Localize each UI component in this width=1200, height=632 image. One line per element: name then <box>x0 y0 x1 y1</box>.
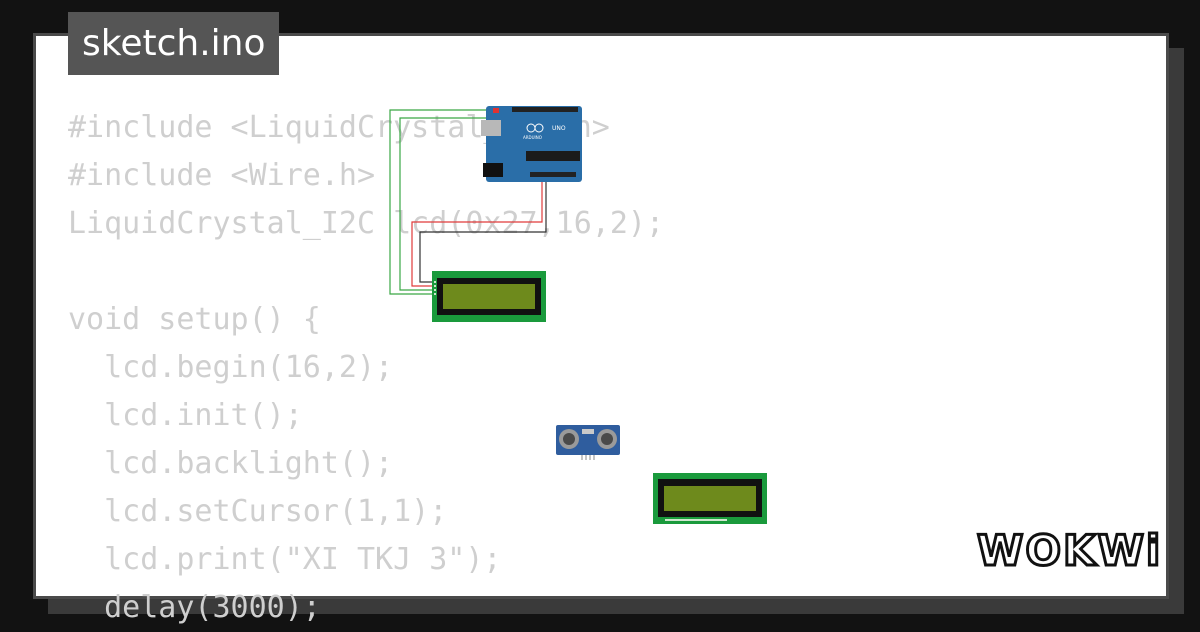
lcd-2-pins <box>665 519 727 521</box>
arduino-uno-board[interactable]: UNO ARDUINO <box>481 106 582 182</box>
reset-button <box>493 108 499 113</box>
code-line-6: lcd.begin(16,2); <box>68 350 394 385</box>
sensor-pins <box>581 455 595 460</box>
analog-header <box>530 172 576 177</box>
arduino-brand-label: ARDUINO <box>523 135 542 140</box>
code-line-10: lcd.print("XI TKJ 3"); <box>68 542 502 577</box>
lcd-display-2[interactable] <box>653 473 767 524</box>
wire-red <box>411 180 543 287</box>
wire-green-inner <box>399 117 490 291</box>
code-line-5: void setup() { <box>68 302 321 337</box>
file-tab[interactable]: sketch.ino <box>68 12 280 75</box>
wokwi-logo-text: WOKWi <box>977 526 1162 575</box>
wires <box>389 109 547 295</box>
wire-black <box>419 180 547 283</box>
wokwi-logo: WOKWi <box>976 525 1162 577</box>
code-line-3: LiquidCrystal_I2C lcd(0x27,16,2); <box>68 206 665 241</box>
ultrasonic-sensor[interactable] <box>556 425 620 460</box>
code-line-9: lcd.setCursor(1,1); <box>68 494 448 529</box>
code-line-7: lcd.init(); <box>68 398 303 433</box>
arduino-uno-label: UNO <box>552 125 566 132</box>
code-line-8: lcd.backlight(); <box>68 446 394 481</box>
sensor-crystal <box>582 429 594 434</box>
code-line-2: #include <Wire.h> <box>68 158 376 193</box>
lcd-screen-2 <box>664 486 756 511</box>
usb-port <box>481 120 501 136</box>
wire-green-outer <box>389 109 490 295</box>
lcd-1-pins <box>434 281 436 295</box>
lcd-display-1[interactable] <box>432 271 546 322</box>
power-jack <box>483 163 503 177</box>
digital-header <box>512 107 578 112</box>
lcd-screen-1 <box>443 284 535 309</box>
file-tab-label: sketch.ino <box>82 23 266 64</box>
atmega-chip <box>526 151 580 161</box>
code-line-11: delay(3000); <box>68 590 321 625</box>
